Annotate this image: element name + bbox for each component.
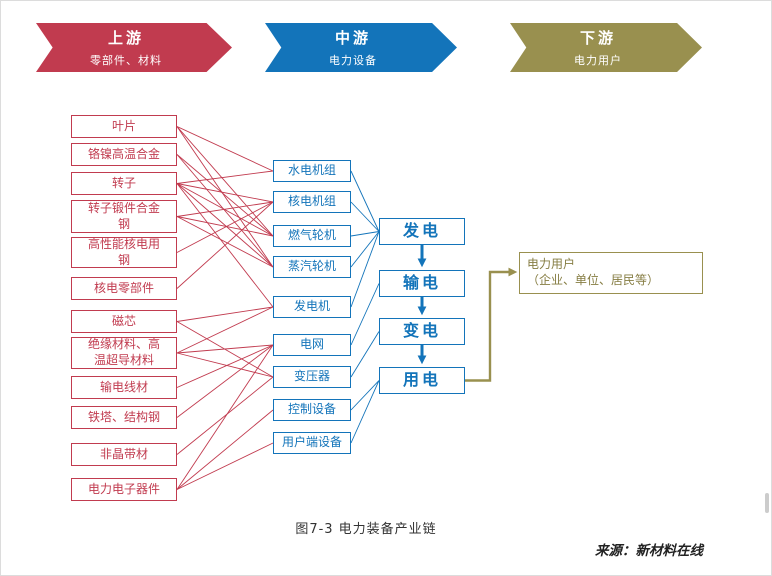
edge-upstream-midstream [176, 344, 274, 418]
edge-upstream-midstream [176, 154, 274, 237]
edge-upstream-midstream [176, 442, 274, 490]
edge-upstream-midstream [176, 183, 274, 308]
edge-upstream-midstream [176, 201, 274, 289]
edge-upstream-midstream [176, 201, 274, 217]
edge-to-downstream-arrow [465, 267, 518, 382]
banner-midstream-subtitle: 电力设备 [329, 54, 377, 67]
edge-upstream-midstream [176, 154, 274, 268]
edge-upstream-midstream [176, 126, 274, 237]
banner-downstream-subtitle: 电力用户 [574, 54, 622, 67]
midstream-node: 发电机 [273, 296, 351, 318]
edge-midstream-process [350, 231, 380, 237]
midstream-node: 燃气轮机 [273, 225, 351, 247]
edge-midstream-process [350, 380, 380, 444]
source-credit: 来源：新材料在线 [595, 543, 703, 559]
edge-midstream-process [350, 380, 380, 411]
edge-upstream-midstream [176, 201, 274, 253]
edge-upstream-midstream [176, 321, 274, 378]
process-node: 输电 [379, 270, 465, 297]
banner-upstream-title: 上游 [107, 29, 144, 47]
banner-upstream-subtitle: 零部件、材料 [90, 54, 162, 67]
downstream-users-box: 电力用户 （企业、单位、居民等） [519, 252, 703, 294]
edge-midstream-process [350, 331, 380, 378]
edge-upstream-midstream [176, 376, 274, 455]
edge-upstream-midstream [176, 126, 274, 172]
upstream-node: 电力电子器件 [71, 478, 177, 501]
upstream-node: 输电线材 [71, 376, 177, 399]
edge-upstream-midstream [176, 183, 274, 268]
upstream-node: 转子 [71, 172, 177, 195]
edge-upstream-midstream [176, 306, 274, 354]
edge-upstream-midstream [176, 409, 274, 490]
midstream-node: 电网 [273, 334, 351, 356]
banner-upstream: 上游 零部件、材料 [36, 23, 232, 72]
process-node: 用电 [379, 367, 465, 394]
upstream-node: 核电零部件 [71, 277, 177, 300]
midstream-node: 核电机组 [273, 191, 351, 213]
edge-midstream-process [350, 283, 380, 346]
edge-upstream-midstream [176, 216, 274, 268]
banner-midstream-title: 中游 [334, 29, 371, 47]
upstream-node: 铬镍高温合金 [71, 143, 177, 166]
edge-upstream-midstream [176, 352, 274, 378]
edge-midstream-process [350, 231, 380, 308]
edge-upstream-midstream [176, 344, 274, 354]
edge-upstream-midstream [176, 170, 274, 184]
midstream-node: 用户端设备 [273, 432, 351, 454]
process-node: 变电 [379, 318, 465, 345]
banner-downstream: 下游 电力用户 [510, 23, 702, 72]
upstream-node: 转子锻件合金 钢 [71, 200, 177, 233]
edge-upstream-midstream [176, 126, 274, 268]
upstream-node: 高性能核电用 钢 [71, 237, 177, 268]
midstream-node: 水电机组 [273, 160, 351, 182]
upstream-node: 非晶带材 [71, 443, 177, 466]
edge-upstream-midstream [176, 344, 274, 490]
edge-upstream-midstream [176, 216, 274, 237]
edge-midstream-process [350, 170, 380, 232]
process-node: 发电 [379, 218, 465, 245]
edge-midstream-process [350, 201, 380, 232]
edge-upstream-midstream [176, 306, 274, 322]
edge-midstream-process [350, 231, 380, 268]
banner-midstream: 中游 电力设备 [265, 23, 457, 72]
midstream-node: 蒸汽轮机 [273, 256, 351, 278]
upstream-node: 磁芯 [71, 310, 177, 333]
figure-caption: 图7-3 电力装备产业链 [295, 522, 437, 537]
upstream-node: 叶片 [71, 115, 177, 138]
scrollbar-fragment [765, 493, 769, 513]
upstream-node: 绝缘材料、高 温超导材料 [71, 337, 177, 369]
midstream-node: 控制设备 [273, 399, 351, 421]
edge-upstream-midstream [176, 344, 274, 388]
edge-upstream-midstream [176, 183, 274, 203]
edge-upstream-midstream [176, 183, 274, 237]
upstream-node: 铁塔、结构钢 [71, 406, 177, 429]
midstream-node: 变压器 [273, 366, 351, 388]
banner-downstream-title: 下游 [579, 29, 616, 47]
